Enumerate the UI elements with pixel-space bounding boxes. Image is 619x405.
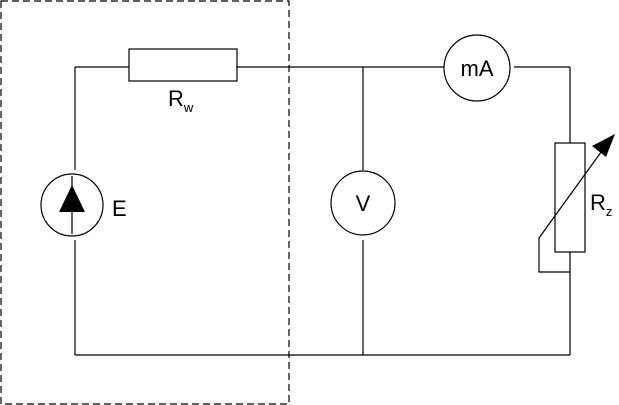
variable-resistor: Rz [538,134,615,273]
voltage-source: E [40,173,127,237]
variable-arrow-icon [592,134,615,157]
milliammeter: mA [443,34,511,102]
source-boundary [0,0,290,405]
internal-resistor-label: Rw [168,86,194,115]
voltmeter: V [330,170,396,236]
milliammeter-label: mA [461,56,494,81]
wires [74,66,571,356]
variable-resistor-label: Rz [590,190,612,219]
internal-resistor: Rw [128,48,238,115]
voltage-source-label: E [112,196,127,221]
source-arrow-icon [59,185,85,212]
voltmeter-label: V [356,191,371,216]
